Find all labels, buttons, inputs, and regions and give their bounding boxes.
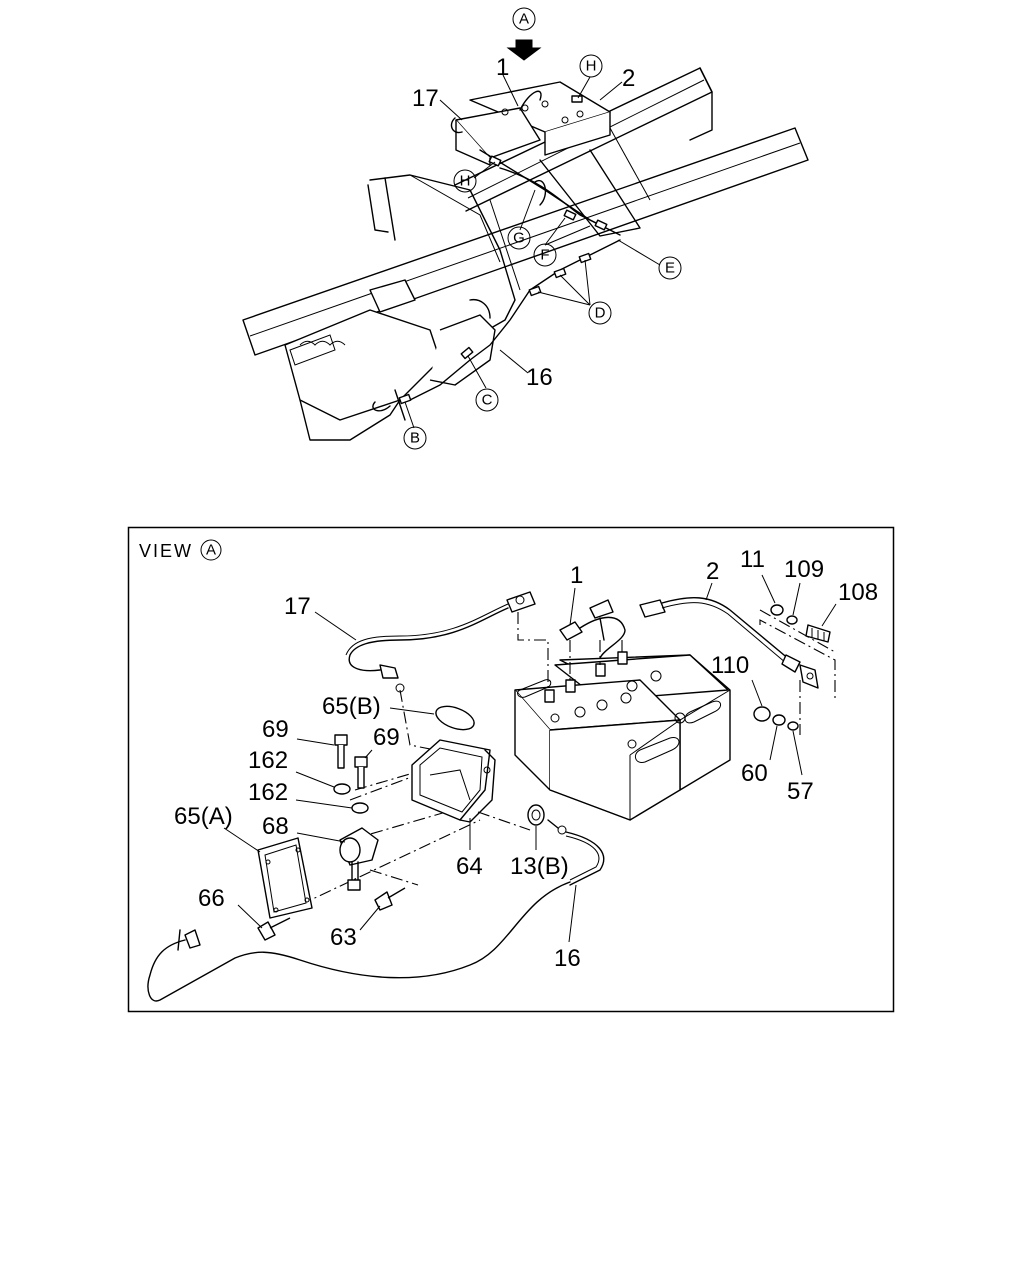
batteries — [514, 651, 731, 821]
case-64 — [411, 739, 496, 823]
cable-2 — [639, 596, 819, 689]
clamp-g: G — [507, 226, 531, 250]
svg-text:H: H — [460, 173, 471, 190]
svg-text:H: H — [586, 58, 597, 75]
detail-label-65a: 65(A) — [174, 803, 233, 830]
detail-label-66: 66 — [198, 885, 225, 912]
cable-1 — [559, 599, 626, 659]
detail-label-162-upper: 162 — [248, 747, 288, 774]
clamp-e: E — [658, 256, 682, 280]
clamp-c: C — [475, 388, 499, 412]
svg-text:G: G — [513, 230, 525, 247]
view-title-marker: A — [206, 542, 216, 559]
view-title-circle — [200, 539, 222, 561]
cable-clamps — [398, 95, 608, 405]
cable-16 — [147, 831, 605, 1002]
top-leaders — [404, 74, 661, 429]
detail-label-17: 17 — [284, 593, 311, 620]
view-title: VIEW — [139, 541, 193, 561]
detail-label-69-left: 69 — [262, 716, 289, 743]
detail-label-13b: 13(B) — [510, 853, 569, 880]
top-perspective-view: A — [242, 7, 809, 450]
detail-leaders — [223, 574, 837, 943]
detail-label-69-right: 69 — [373, 724, 400, 751]
view-a-letter: A — [519, 11, 529, 28]
top-label-17: 17 — [412, 85, 439, 112]
detail-label-63: 63 — [330, 924, 357, 951]
clamp-h-top: H — [579, 54, 603, 78]
clamp-f: F — [533, 243, 557, 267]
cable-17 — [345, 591, 536, 693]
switch-68 — [339, 827, 379, 891]
top-label-2: 2 — [622, 65, 635, 92]
view-a-marker: A — [506, 7, 542, 61]
svg-text:C: C — [482, 392, 493, 409]
detail-label-109: 109 — [784, 556, 824, 583]
svg-text:B: B — [410, 430, 420, 447]
svg-text:D: D — [595, 305, 606, 322]
detail-label-57: 57 — [787, 778, 814, 805]
detail-label-162-lower: 162 — [248, 779, 288, 806]
detail-label-68: 68 — [262, 813, 289, 840]
terminal-hardware — [753, 604, 831, 731]
detail-label-1: 1 — [570, 562, 583, 589]
detail-label-108: 108 — [838, 579, 878, 606]
detail-label-16: 16 — [554, 945, 581, 972]
detail-view-frame — [127, 526, 895, 1013]
detail-view-a: VIEW A — [127, 526, 895, 1013]
bolt-63 — [374, 887, 406, 911]
bolts-and-washers — [333, 734, 369, 814]
clamp-b: B — [403, 426, 427, 450]
detail-label-60: 60 — [741, 760, 768, 787]
detail-label-110: 110 — [711, 652, 749, 679]
top-battery-box — [450, 81, 611, 166]
detail-label-65b: 65(B) — [322, 693, 381, 720]
top-label-1: 1 — [496, 54, 509, 81]
clamp-h-left: H — [453, 169, 477, 193]
top-label-16: 16 — [526, 364, 553, 391]
svg-text:F: F — [540, 247, 549, 264]
clamp-d: D — [588, 301, 612, 325]
detail-label-64: 64 — [456, 853, 483, 880]
view-arrow-icon — [506, 39, 542, 61]
engine-block — [284, 279, 496, 441]
detail-label-11: 11 — [740, 546, 765, 573]
bolt-66 — [257, 917, 291, 941]
svg-text:E: E — [665, 260, 675, 277]
cover-65a — [257, 837, 313, 919]
detail-label-2: 2 — [706, 558, 719, 585]
grommet-13b — [527, 804, 567, 835]
cover-65b — [435, 705, 475, 731]
